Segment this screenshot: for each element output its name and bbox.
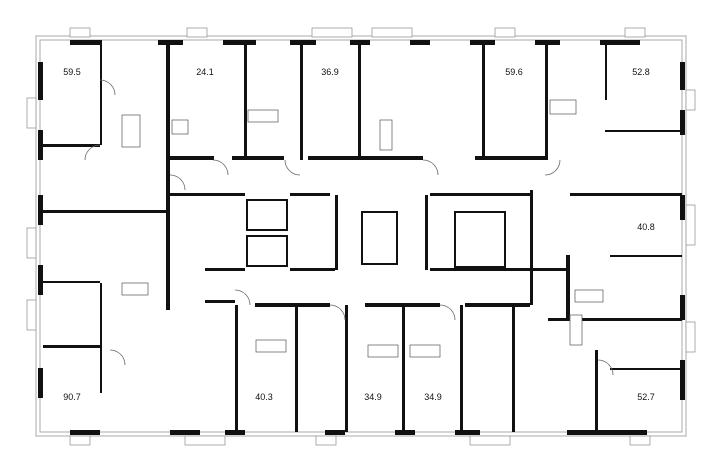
area-label: 40.8 — [637, 222, 655, 232]
bathroom-fixtures — [121, 99, 604, 358]
doors — [84, 79, 614, 376]
area-label: 52.7 — [637, 392, 655, 402]
area-label: 90.7 — [63, 392, 81, 402]
area-label: 24.1 — [196, 67, 214, 77]
area-label: 59.5 — [63, 67, 81, 77]
area-label: 34.9 — [364, 392, 382, 402]
area-label: 59.6 — [505, 67, 523, 77]
walls — [38, 40, 685, 435]
area-label: 52.8 — [632, 67, 650, 77]
area-label: 36.9 — [321, 67, 339, 77]
apartment-area-labels: 59.5 24.1 36.9 59.6 52.8 40.8 90.7 40.3 … — [63, 67, 655, 402]
area-label: 40.3 — [255, 392, 273, 402]
area-label: 34.9 — [424, 392, 442, 402]
windows — [26, 27, 696, 446]
